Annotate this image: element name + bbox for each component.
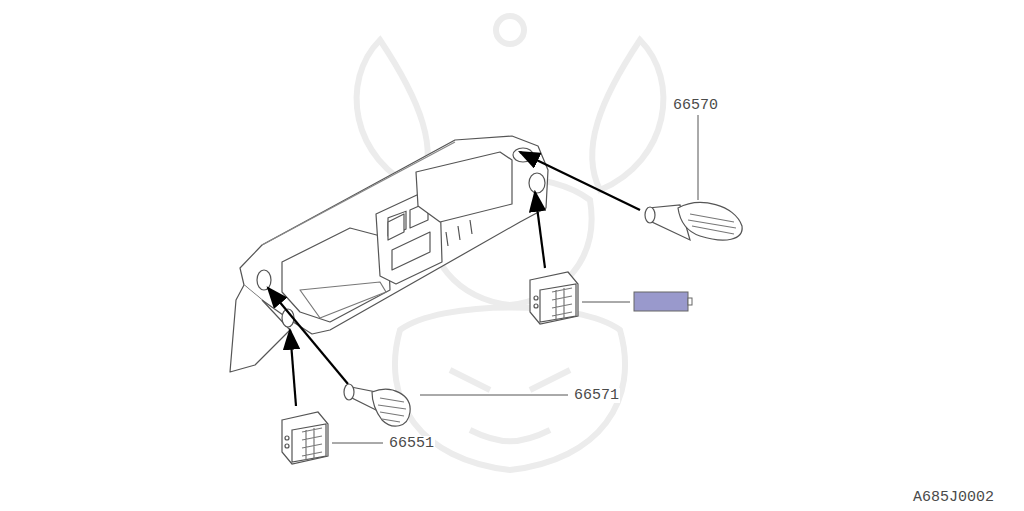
leader-line: [582, 302, 630, 303]
center-vent: [530, 272, 578, 324]
callout-number: 66570: [672, 98, 719, 113]
highlight-tab: [688, 298, 692, 305]
assembly-arrows: [268, 152, 640, 406]
watermark: [357, 16, 664, 470]
leader-line: [698, 115, 699, 200]
callout-number: 66551: [388, 436, 435, 451]
callout-number: 66571: [573, 388, 620, 403]
highlight-tag: [634, 292, 688, 311]
side-vent: [645, 203, 742, 240]
drawing-number: A685J0002: [912, 490, 995, 505]
side-vent: [344, 384, 410, 426]
leader-line: [420, 395, 568, 396]
leader-line: [332, 443, 383, 444]
instrument-panel: [230, 136, 548, 372]
center-vent: [282, 412, 328, 464]
